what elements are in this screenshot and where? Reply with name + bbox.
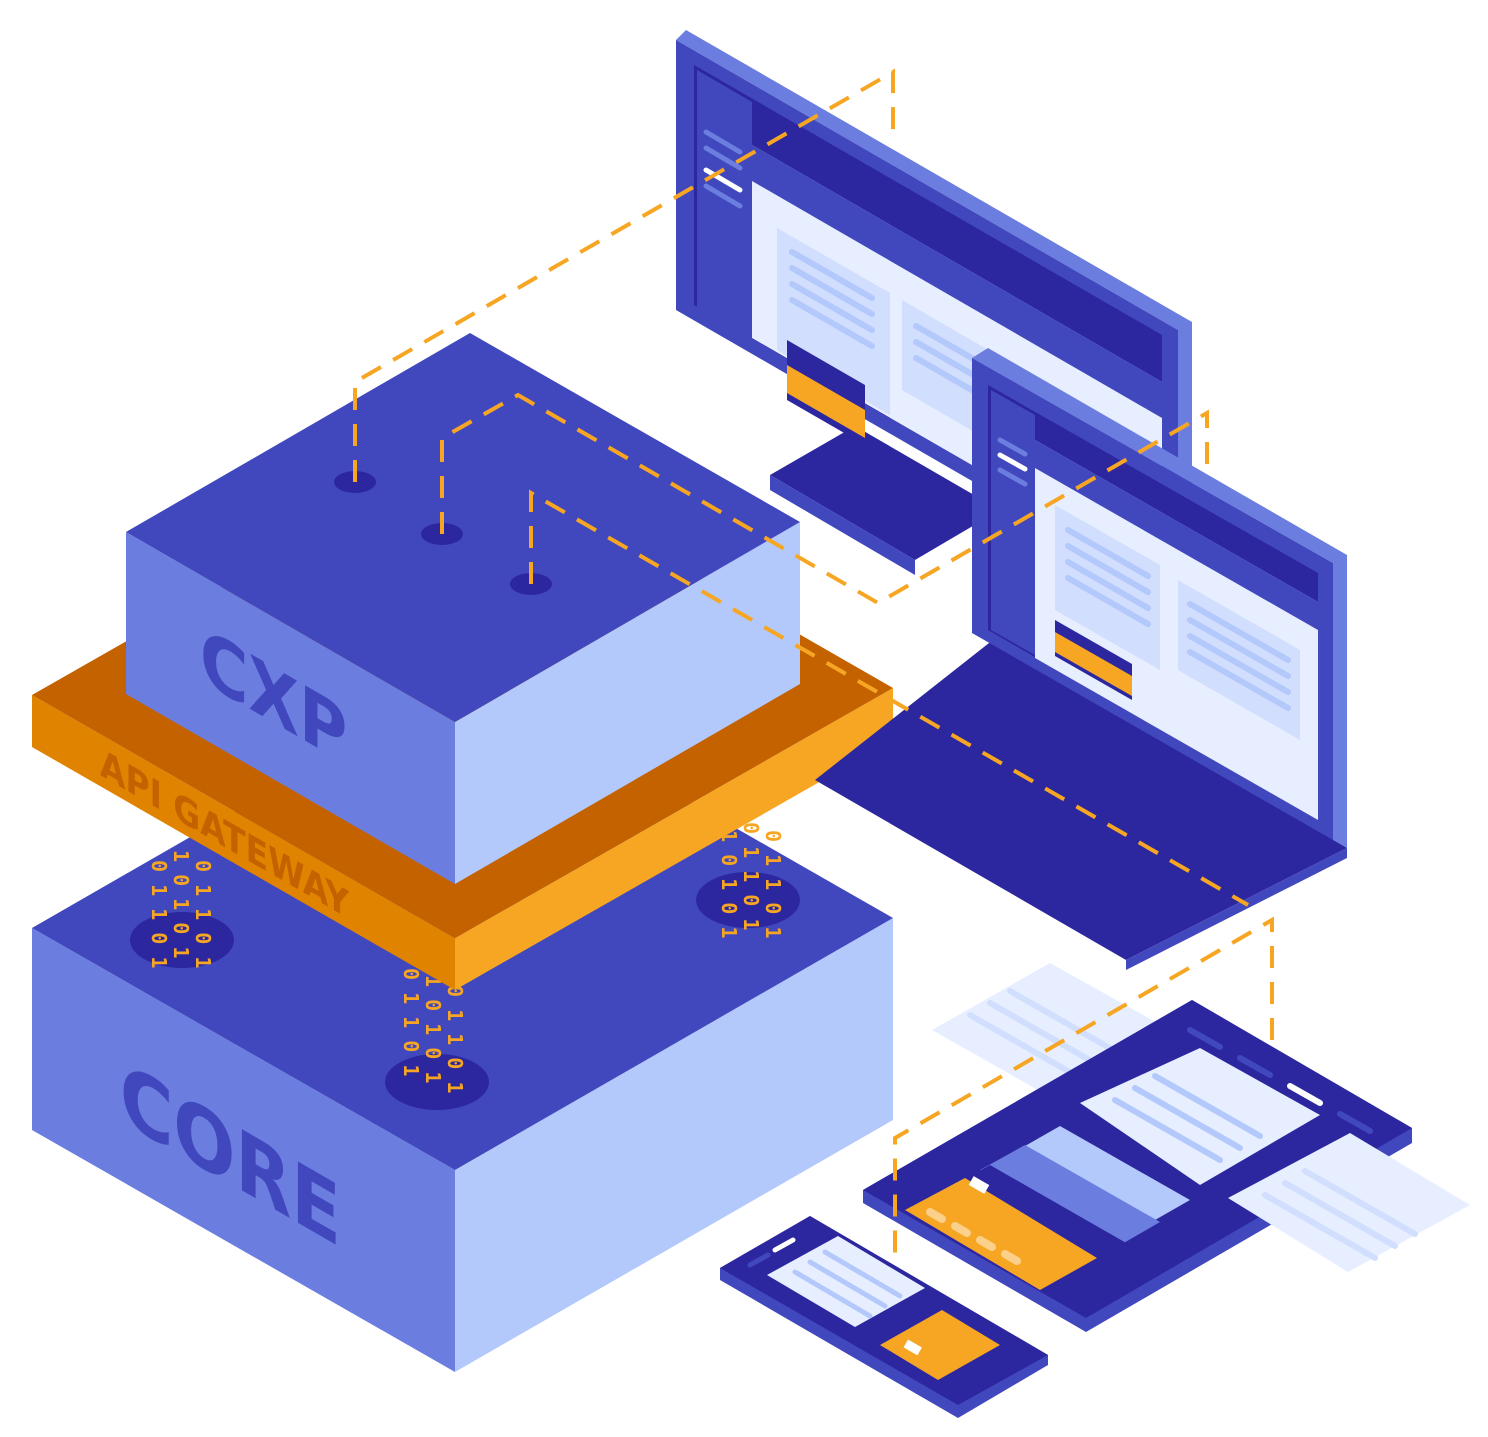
phone-card-chip (903, 1339, 922, 1356)
core-block-right-face (455, 918, 893, 1372)
monitor-stand-edge (770, 475, 915, 575)
laptop-base-edge (1126, 848, 1347, 970)
core-port-hole (696, 872, 800, 928)
phone-content-lines (792, 1249, 903, 1319)
monitor-menu-icon (703, 129, 743, 209)
tablet-panel-lines (1262, 1168, 1418, 1261)
core-port-hole (130, 912, 234, 968)
tablet-floating-panel (1228, 1133, 1470, 1272)
cxp-block-top-face (126, 333, 800, 722)
gateway-left-face (32, 695, 455, 990)
tablet-card-stack (1018, 1126, 1190, 1224)
cxp-block-left-face (126, 532, 455, 884)
tablet-nav-dots (1187, 1027, 1373, 1134)
phone-nav-dots (747, 1237, 796, 1268)
binary-digit: 1 0 1 0 1 (169, 850, 193, 958)
laptop-payment-card (1055, 632, 1132, 696)
connector-tablet-to-phone (893, 916, 1274, 1260)
binary-digit: 0 1 1 0 1 (761, 830, 785, 938)
core-port-hole (385, 1054, 489, 1110)
binary-digit: 0 1 1 0 1 (399, 968, 423, 1076)
tablet-card-stack (980, 1145, 1160, 1248)
laptop-header-bar (1035, 440, 1318, 630)
laptop-text-lines (1065, 527, 1291, 711)
tablet-content-panel (1080, 1048, 1320, 1185)
phone-payment-card (880, 1310, 1000, 1380)
binary-stream-center: 0 1 1 0 1 1 0 1 0 1 0 1 1 0 1 (399, 968, 467, 1093)
laptop-base (815, 632, 1347, 960)
laptop-lid-edge (972, 348, 1347, 848)
laptop-menu-icon (997, 437, 1028, 487)
connector-lines (353, 68, 1274, 1260)
connector-cxp-to-tablet (529, 489, 1249, 907)
binary-digit: 0 1 1 0 1 (147, 860, 171, 968)
binary-digit: 0 1 1 0 1 (739, 822, 763, 930)
tablet (863, 963, 1470, 1332)
phone (720, 1216, 1048, 1418)
laptop-sidebar (991, 390, 1035, 655)
binary-stream-right: 1 0 1 0 1 0 1 1 0 1 0 1 1 0 1 (717, 822, 785, 938)
gateway-right-face (455, 688, 893, 990)
monitor-sidebar (697, 70, 752, 342)
tablet-card-number (926, 1208, 1021, 1265)
binary-digit: 0 1 1 0 1 (443, 985, 467, 1093)
binary-digit: 1 0 1 0 1 (421, 975, 445, 1083)
monitor-payment-card (787, 365, 865, 438)
core-block-left-face (32, 928, 455, 1372)
tablet-card-stack (945, 1165, 1128, 1270)
connector-cxp-to-monitor (353, 68, 895, 482)
cxp-block: CXP (126, 333, 800, 884)
tablet-panel-lines (967, 988, 1123, 1081)
binary-digit: 0 1 1 0 1 (191, 860, 215, 968)
binary-digit: 1 0 1 0 1 (717, 830, 741, 938)
tablet-content-lines (1112, 1073, 1263, 1163)
binary-stream-left: 0 1 1 0 1 1 0 1 0 1 0 1 1 0 1 (147, 850, 215, 968)
tablet-card-chip (968, 1176, 990, 1194)
tablet-payment-card (905, 1178, 1097, 1290)
connector-cxp-to-laptop (440, 392, 1209, 606)
monitor-header-bar (752, 145, 1162, 418)
monitor-stand-base (770, 426, 1000, 560)
laptop (815, 348, 1347, 970)
cxp-block-right-face (455, 522, 800, 884)
